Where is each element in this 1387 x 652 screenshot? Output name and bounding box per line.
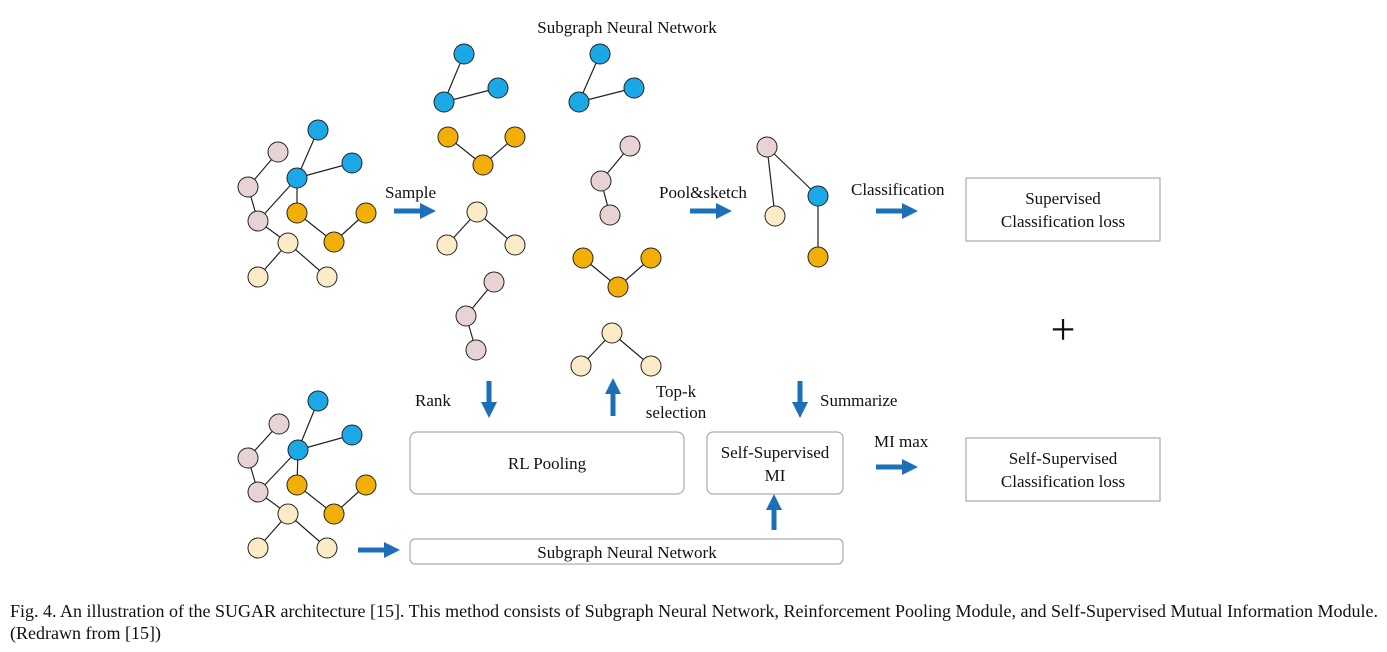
supervised-loss-box (965, 177, 1161, 242)
figure-caption: Fig. 4. An illustration of the SUGAR arc… (10, 601, 1378, 643)
supervised-loss-line1: Supervised (1025, 189, 1101, 208)
selfsup-mi-line1: Self-Supervised (721, 443, 830, 462)
selected-subgraphs (568, 43, 662, 377)
summarize-label: Summarize (820, 391, 897, 410)
selfsup-loss-line2: Classification loss (1001, 472, 1125, 491)
selfsup-mi-line2: MI (765, 466, 786, 485)
mi-max-label: MI max (874, 432, 929, 451)
topk-label-line1: Top-k (656, 382, 697, 401)
sampled-subgraphs (433, 43, 526, 361)
topk-label-line2: selection (646, 403, 707, 422)
supervised-loss-line2: Classification loss (1001, 212, 1125, 231)
pooled-graph (756, 136, 829, 268)
classification-label: Classification (851, 180, 945, 199)
subgraph-nn-top-label: Subgraph Neural Network (537, 18, 717, 37)
selfsup-loss-line1: Self-Supervised (1009, 449, 1118, 468)
subgraph-nn-box (409, 538, 844, 565)
input-graph-top (237, 119, 377, 288)
flow-arrows (358, 202, 919, 559)
input-graph-bottom (237, 390, 377, 559)
rl-pooling-label: RL Pooling (508, 454, 587, 473)
pool-sketch-label: Pool&sketch (659, 183, 747, 202)
selfsup-mi-box (706, 431, 844, 495)
plus-sign: + (1051, 305, 1076, 354)
subgraph-nn-bottom-label: Subgraph Neural Network (537, 543, 717, 562)
sugar-architecture-diagram: Subgraph Neural Network Sample Pool&sket… (237, 18, 1161, 565)
rl-pooling-box (409, 431, 685, 495)
rank-label: Rank (415, 391, 451, 410)
selfsup-loss-box (965, 437, 1161, 502)
sample-label: Sample (385, 183, 436, 202)
